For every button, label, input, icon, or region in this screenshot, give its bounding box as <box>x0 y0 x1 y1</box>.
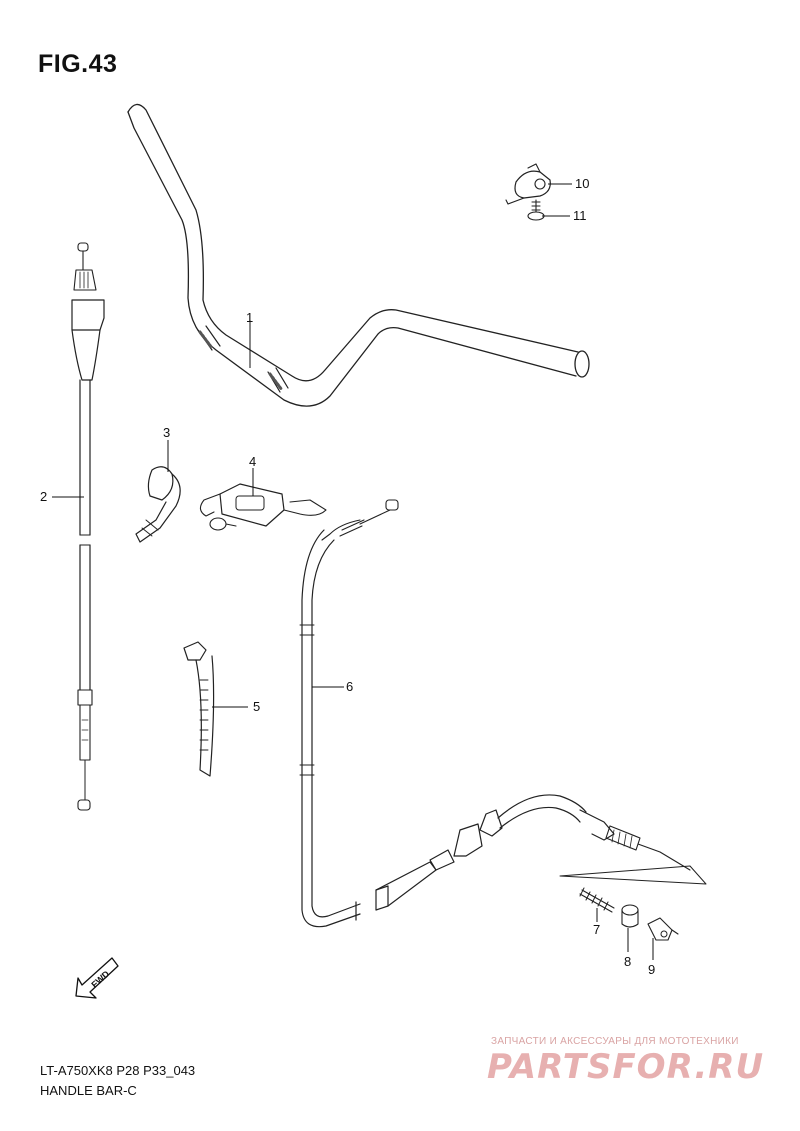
spring-part[interactable] <box>579 887 615 913</box>
callout-4: 4 <box>249 454 256 469</box>
adjuster-nut-part[interactable] <box>621 904 639 928</box>
cable-clamp-part[interactable] <box>505 163 551 205</box>
figure-title: FIG.43 <box>38 50 118 78</box>
cable-bracket-part[interactable] <box>199 483 327 531</box>
callout-7: 7 <box>593 922 600 937</box>
cable-tie-part[interactable] <box>183 641 215 777</box>
wire-clip-part[interactable] <box>135 466 181 543</box>
callout-2: 2 <box>40 489 47 504</box>
callout-1: 1 <box>246 310 253 325</box>
throttle-cable-part[interactable] <box>71 242 105 811</box>
callout-10: 10 <box>575 176 589 191</box>
callout-8: 8 <box>624 954 631 969</box>
watermark-tagline: ЗАПЧАСТИ И АКСЕССУАРЫ ДЛЯ МОТОТЕХНИКИ <box>491 1036 739 1047</box>
callout-11: 11 <box>573 208 587 223</box>
callout-6: 6 <box>346 679 353 694</box>
handlebar-part[interactable] <box>127 103 590 407</box>
watermark-logo: PARTSFOR.RU <box>487 1047 765 1087</box>
model-code: LT-A750XK8 P28 P33_043 <box>40 1063 196 1078</box>
joint-pin-part[interactable] <box>647 917 679 941</box>
brake-cable-part[interactable] <box>299 499 707 928</box>
callout-5: 5 <box>253 699 260 714</box>
fwd-arrow-icon <box>75 957 119 999</box>
section-name: HANDLE BAR-C <box>40 1083 137 1098</box>
callout-9: 9 <box>648 962 655 977</box>
clamp-screw-part[interactable] <box>527 199 545 221</box>
callout-3: 3 <box>163 425 170 440</box>
